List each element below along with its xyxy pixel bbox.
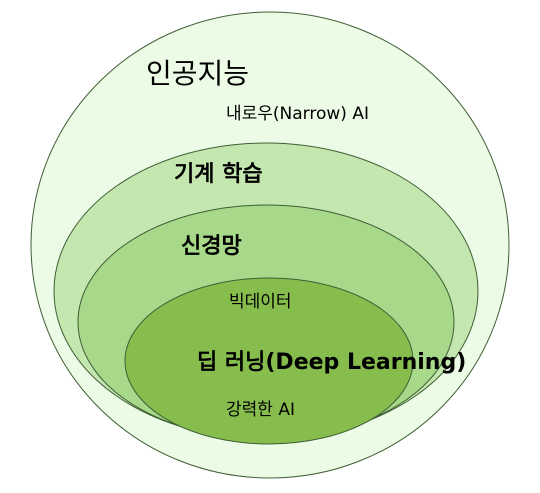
ellipse-deep-learning — [124, 277, 414, 445]
label-deep-learning: 딥 러닝(Deep Learning) — [197, 350, 467, 375]
label-big-data: 빅데이터 — [229, 292, 292, 312]
label-neural-network: 신경망 — [181, 234, 242, 259]
label-artificial-intelligence: 인공지능 — [146, 57, 250, 90]
label-machine-learning: 기계 학습 — [174, 162, 263, 187]
label-narrow-ai: 내로우(Narrow) AI — [226, 104, 369, 124]
label-strong-ai: 강력한 AI — [226, 400, 295, 420]
